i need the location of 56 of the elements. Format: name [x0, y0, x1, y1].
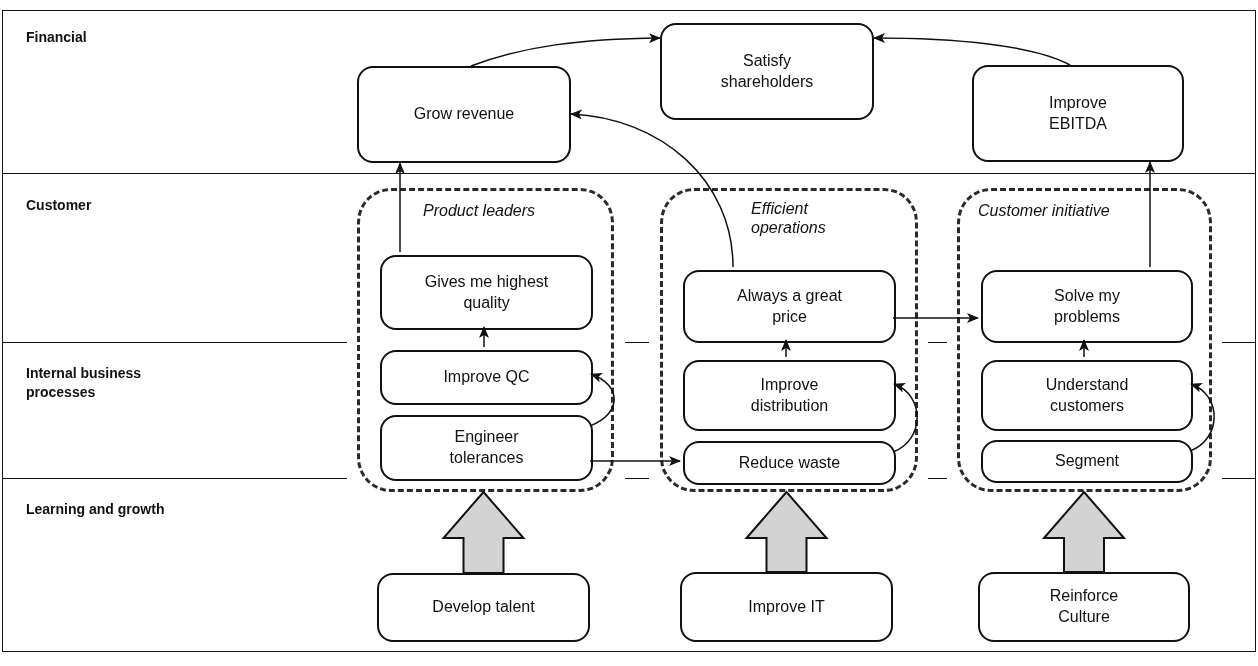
- group-title: Efficient operations: [751, 199, 827, 238]
- objective-box: [660, 23, 874, 120]
- lane-title: Financial: [26, 28, 88, 47]
- arrow: [1079, 339, 1089, 358]
- box-text: Gives me highest quality: [423, 271, 550, 313]
- lane-title: Internal business processes: [26, 364, 143, 402]
- box-text: Grow revenue: [413, 104, 515, 125]
- group-title: Customer initiative: [978, 201, 1110, 221]
- arrow: [470, 33, 661, 67]
- box-text: Engineer tolerances: [448, 427, 525, 468]
- block-arrow: [744, 490, 829, 573]
- objective-box: [380, 415, 593, 481]
- objective-box: [683, 360, 896, 431]
- arrow: [892, 383, 918, 453]
- arrow: [479, 326, 489, 348]
- objective-box: [380, 255, 593, 330]
- objective-box: [981, 360, 1193, 431]
- objective-box: [377, 573, 590, 642]
- objective-box: [683, 270, 896, 343]
- box-text: Improve distribution: [749, 374, 830, 416]
- box-text: Segment: [1054, 451, 1119, 472]
- arrow: [1189, 383, 1215, 452]
- box-text: Improve QC: [443, 367, 530, 388]
- box-text: Satisfy shareholders: [719, 50, 815, 92]
- box-text: Improve IT: [748, 596, 825, 617]
- group-title: Product leaders: [423, 201, 536, 221]
- block-arrow: [441, 490, 526, 574]
- lane-title: Customer: [26, 196, 93, 215]
- box-text: Always a great price: [736, 285, 843, 327]
- objective-box: [683, 441, 896, 485]
- box-text: Develop talent: [432, 597, 535, 618]
- box-text: Understand customers: [1044, 374, 1130, 416]
- arrow: [589, 373, 615, 427]
- arrow: [781, 339, 791, 358]
- box-text: Reinforce Culture: [1048, 586, 1120, 627]
- objective-box: [357, 66, 571, 163]
- objective-box: [972, 65, 1184, 162]
- box-text: Solve my problems: [1053, 285, 1121, 327]
- arrow: [395, 162, 405, 253]
- arrow: [873, 33, 1071, 66]
- arrow: [570, 110, 734, 268]
- objective-box: [981, 440, 1193, 483]
- box-text: Improve EBITDA: [1048, 92, 1108, 134]
- objective-box: [680, 572, 893, 642]
- objective-box: [981, 270, 1193, 343]
- objective-box: [978, 572, 1190, 642]
- dashed-group: [357, 188, 614, 492]
- box-text: Reduce waste: [738, 452, 841, 473]
- arrow: [1145, 161, 1155, 268]
- arrow: [892, 313, 979, 323]
- block-arrow: [1041, 490, 1127, 573]
- objective-box: [380, 350, 593, 405]
- dashed-group: [957, 188, 1212, 492]
- dashed-group: [660, 188, 918, 492]
- arrow: [589, 456, 681, 466]
- lane-title: Learning and growth: [26, 500, 166, 519]
